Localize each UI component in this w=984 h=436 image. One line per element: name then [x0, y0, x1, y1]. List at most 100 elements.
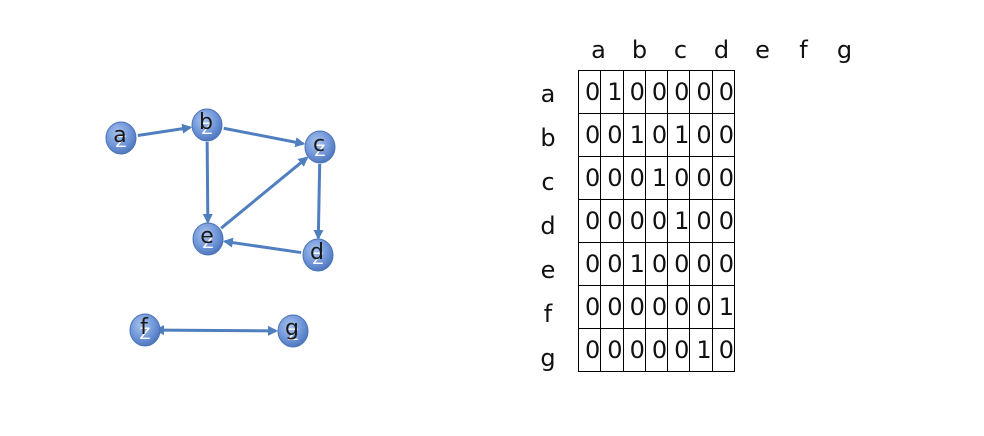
- matrix-cell: 0: [622, 156, 646, 200]
- node-label: a: [113, 123, 126, 148]
- matrix-cell: 0: [667, 70, 691, 114]
- matrix-cell: 0: [689, 156, 713, 200]
- row-header-g: g: [540, 344, 556, 372]
- column-header-c: c: [673, 36, 688, 64]
- column-header-g: g: [836, 36, 853, 64]
- matrix-cell: 0: [622, 70, 646, 114]
- matrix-cell: 0: [667, 242, 691, 286]
- matrix-cell: 0: [600, 113, 624, 157]
- node-circle: [277, 314, 309, 348]
- row-header-f: f: [543, 300, 553, 328]
- node-subscript: Z: [288, 325, 299, 344]
- matrix-cell: 0: [644, 328, 669, 372]
- edge-b-c: [223, 126, 306, 148]
- matrix-cell: 0: [689, 70, 713, 114]
- matrix-cell: 1: [644, 156, 669, 200]
- node-circle: [105, 121, 137, 155]
- node-e: Ze: [192, 222, 224, 256]
- matrix-cell: 0: [577, 328, 602, 372]
- matrix-cell: 1: [622, 242, 646, 286]
- node-label: f: [140, 315, 149, 340]
- matrix-cell: 0: [667, 156, 691, 200]
- node-circle: [192, 222, 224, 256]
- matrix-cell: 0: [711, 328, 735, 372]
- matrix-cell: 0: [577, 70, 602, 114]
- matrix-cell: 0: [644, 113, 669, 157]
- matrix-cell: 0: [689, 113, 713, 157]
- node-subscript: Z: [202, 119, 213, 138]
- column-header-d: d: [713, 36, 730, 64]
- edge-f-g: [153, 325, 279, 336]
- matrix-cell: 0: [667, 285, 691, 329]
- node-label: d: [310, 240, 324, 265]
- matrix-cell: 0: [600, 199, 624, 243]
- matrix-cell: 1: [622, 113, 646, 157]
- matrix-cell: 0: [644, 70, 669, 114]
- matrix-cell: 0: [711, 70, 735, 114]
- matrix-cell: 1: [689, 328, 713, 372]
- matrix-cell: 0: [711, 113, 735, 157]
- matrix-cell: 0: [600, 156, 624, 200]
- node-f: Zf: [129, 313, 161, 347]
- matrix-cell: 0: [689, 199, 713, 243]
- row-header-e: e: [540, 256, 556, 284]
- node-d: Zd: [302, 238, 334, 272]
- node-subscript: Z: [140, 324, 151, 343]
- node-label: b: [199, 110, 213, 135]
- matrix-cell: 0: [644, 242, 669, 286]
- matrix-cell: 1: [667, 113, 691, 157]
- node-b: Zb: [191, 108, 223, 142]
- matrix-cell: 0: [711, 242, 735, 286]
- row-header-c: c: [541, 168, 555, 196]
- matrix-cell: 0: [577, 242, 602, 286]
- node-label: e: [200, 224, 214, 249]
- node-subscript: Z: [315, 141, 326, 160]
- matrix-cell: 0: [622, 199, 646, 243]
- node-subscript: Z: [203, 233, 214, 252]
- matrix-cell: 1: [600, 70, 624, 114]
- node-circle: [304, 130, 336, 164]
- matrix-cell: 0: [600, 285, 624, 329]
- column-header-a: a: [591, 36, 606, 64]
- column-header-b: b: [631, 36, 648, 64]
- edge-b-e: [202, 141, 213, 225]
- edge-a-b: [137, 123, 193, 137]
- matrix-cell: 1: [667, 199, 691, 243]
- matrix-cell: 0: [689, 285, 713, 329]
- matrix-cell: 0: [711, 199, 735, 243]
- node-subscript: Z: [313, 249, 324, 268]
- node-circle: [302, 238, 334, 272]
- matrix-cell: 0: [622, 285, 646, 329]
- matrix-cell: 0: [711, 156, 735, 200]
- node-g: Zg: [277, 314, 309, 348]
- matrix-cell: 0: [644, 199, 669, 243]
- matrix-cell: 0: [622, 328, 646, 372]
- matrix-cell: 1: [711, 285, 735, 329]
- row-header-a: a: [540, 80, 556, 108]
- matrix-cell: 0: [600, 242, 624, 286]
- edge-e-c: [220, 156, 309, 230]
- row-header-d: d: [540, 212, 556, 240]
- matrix-cell: 0: [577, 285, 602, 329]
- node-a: Za: [105, 121, 137, 155]
- matrix-cell: 0: [577, 199, 602, 243]
- node-c: Zc: [304, 130, 336, 164]
- node-circle: [129, 313, 161, 347]
- matrix-cell: 0: [667, 328, 691, 372]
- edge-c-d: [313, 163, 324, 241]
- node-circle: [191, 108, 223, 142]
- column-header-e: e: [755, 36, 770, 64]
- row-header-b: b: [540, 124, 556, 152]
- matrix-cell: 0: [577, 156, 602, 200]
- matrix-cell: 0: [577, 113, 602, 157]
- matrix-cell: 0: [600, 328, 624, 372]
